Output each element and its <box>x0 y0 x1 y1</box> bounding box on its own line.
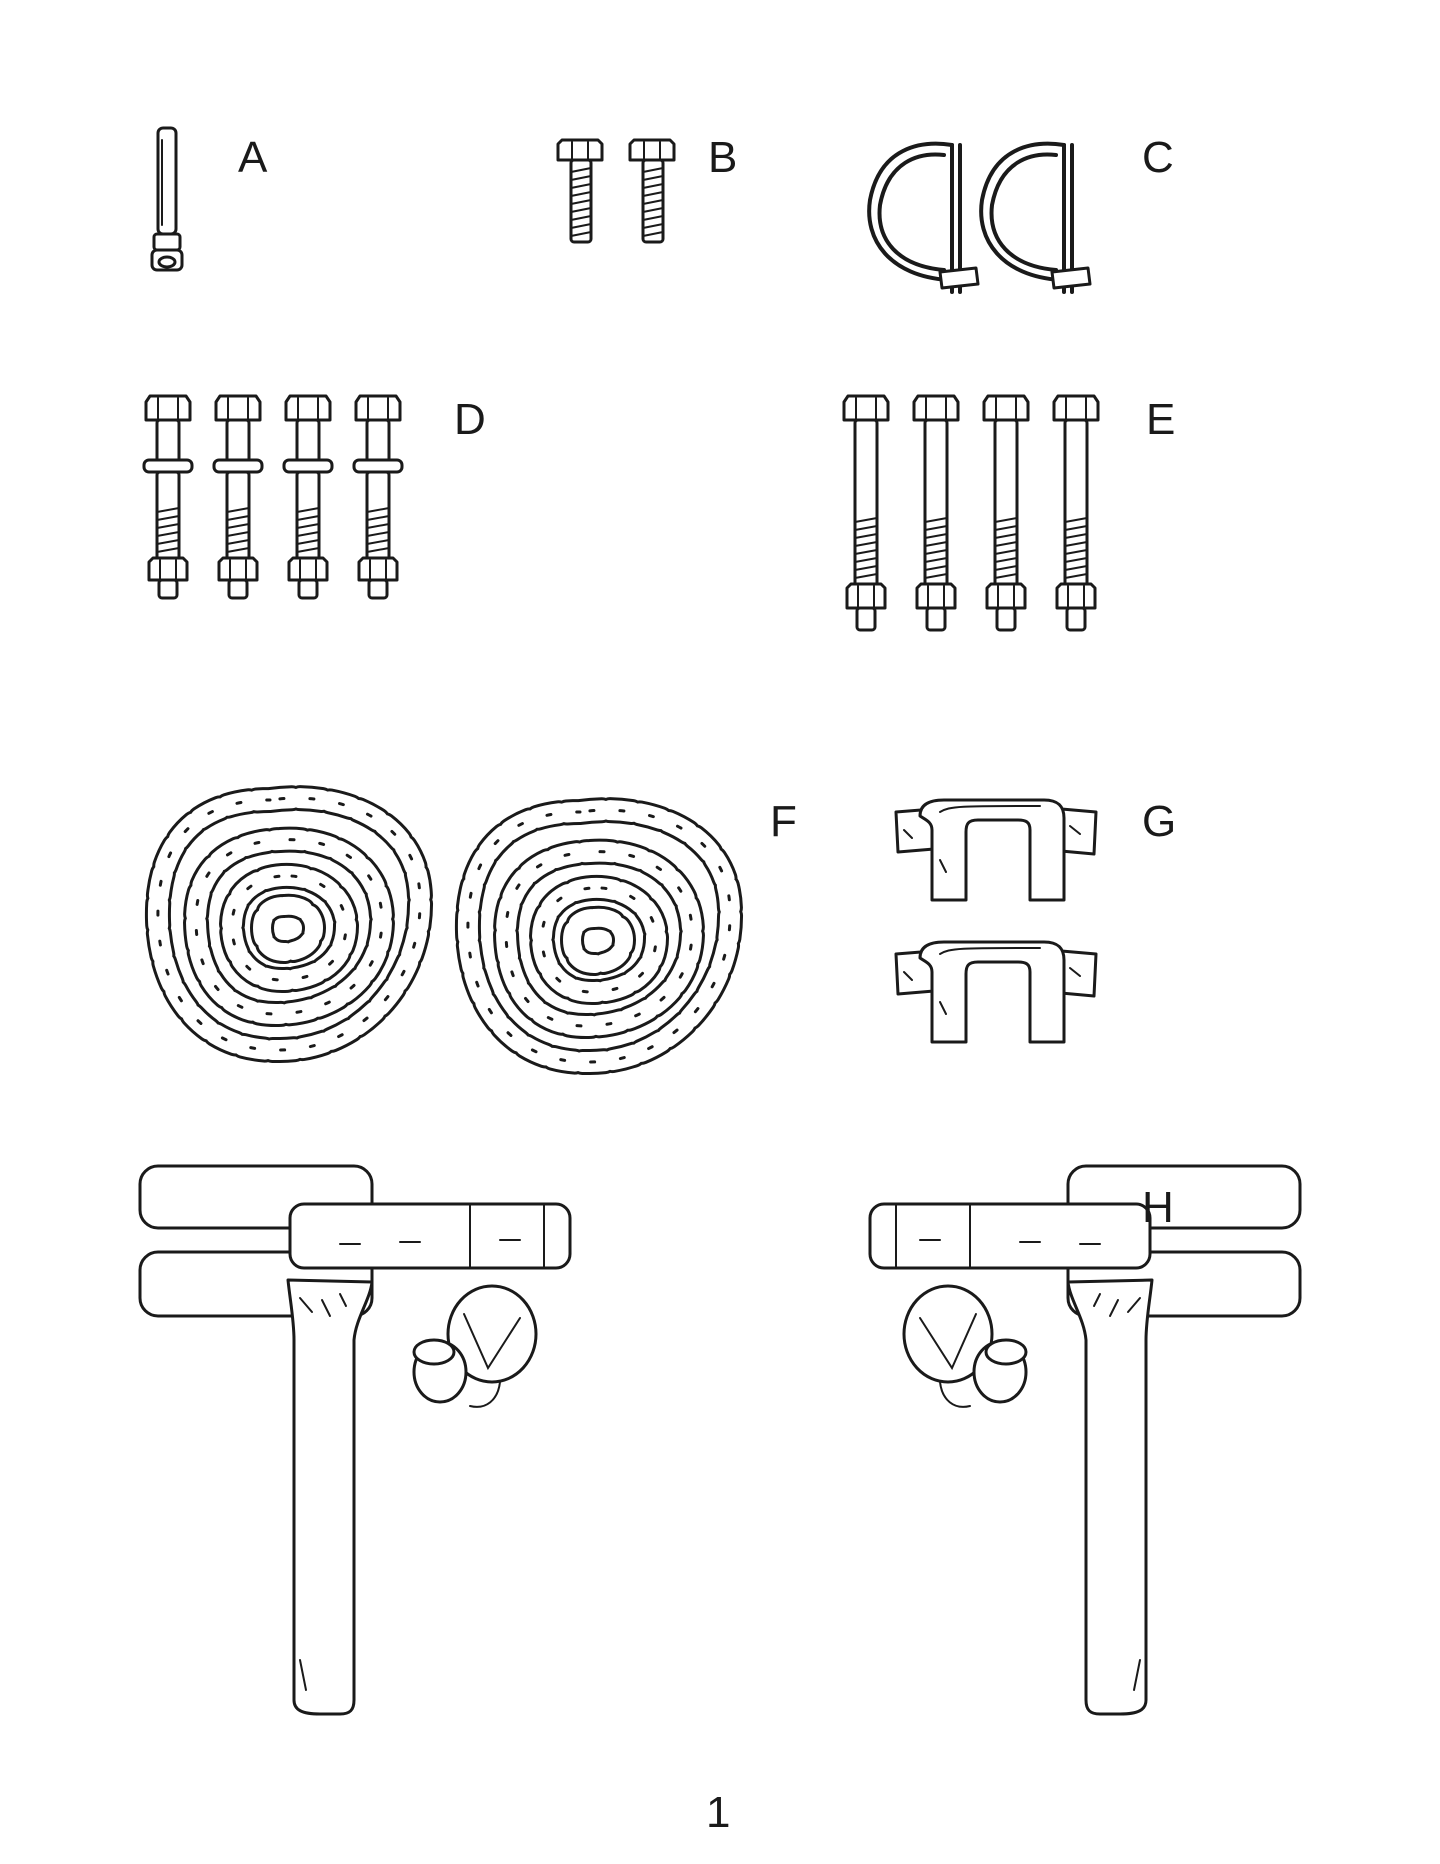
part-label-b: B <box>708 133 738 182</box>
bolt-washer-nut-icon <box>142 394 404 600</box>
coiled-chain-icon <box>144 785 730 1062</box>
u-bracket-icon <box>894 798 1098 1044</box>
part-label-e: E <box>1146 395 1176 444</box>
d-ring-lynch-pin-icon <box>867 141 1092 294</box>
part-label-h: H <box>1142 1183 1174 1232</box>
part-label-g: G <box>1142 797 1177 846</box>
part-label-c: C <box>1142 133 1174 182</box>
part-label-a: A <box>238 133 268 182</box>
part-label-d: D <box>454 395 486 444</box>
short-bolt-icon <box>556 138 676 244</box>
pin-with-nut-icon <box>150 126 184 272</box>
page-number: 1 <box>706 1788 731 1837</box>
t-handle-bracket-icon <box>138 1164 1302 1716</box>
long-bolt-nut-icon <box>842 394 1100 632</box>
part-label-f: F <box>770 797 797 846</box>
